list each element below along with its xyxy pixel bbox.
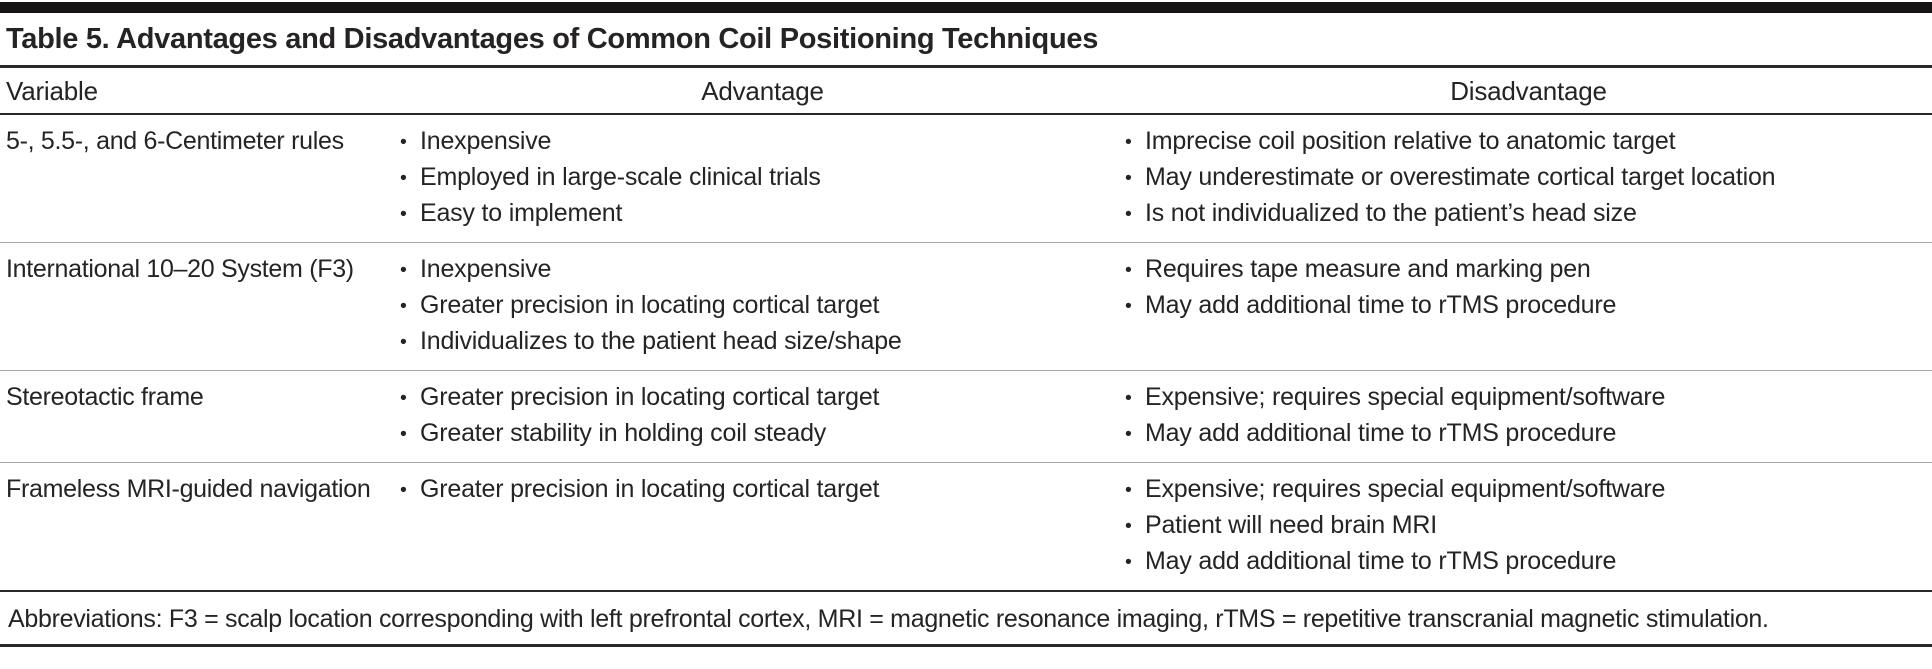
- column-header-variable: Variable: [6, 76, 98, 106]
- disadvantage-item: May add additional time to rTMS procedur…: [1125, 416, 1932, 452]
- disadvantage-item: May add additional time to rTMS procedur…: [1125, 288, 1932, 324]
- row-disadvantages: Requires tape measure and marking pen Ma…: [1125, 252, 1932, 360]
- table-header-row: Variable Advantage Disadvantage: [0, 68, 1932, 115]
- paper-table: Table 5. Advantages and Disadvantages of…: [0, 0, 1932, 647]
- advantage-item: Greater precision in locating cortical t…: [400, 472, 1125, 508]
- row-variable: Stereotactic frame: [6, 383, 204, 411]
- disadvantage-item: Expensive; requires special equipment/so…: [1125, 472, 1932, 508]
- table-row: Frameless MRI-guided navigation Greater …: [0, 463, 1932, 592]
- disadvantage-item: Imprecise coil position relative to anat…: [1125, 124, 1932, 160]
- row-advantages: Inexpensive Greater precision in locatin…: [400, 252, 1125, 360]
- disadvantage-item: Patient will need brain MRI: [1125, 508, 1932, 544]
- column-header-advantage: Advantage: [701, 76, 824, 106]
- table-footnote: Abbreviations: F3 = scalp location corre…: [0, 592, 1932, 647]
- table-row: Stereotactic frame Greater precision in …: [0, 371, 1932, 463]
- advantage-item: Easy to implement: [400, 196, 1125, 232]
- disadvantage-item: Expensive; requires special equipment/so…: [1125, 380, 1932, 416]
- row-disadvantages: Expensive; requires special equipment/so…: [1125, 472, 1932, 580]
- advantage-item: Individualizes to the patient head size/…: [400, 324, 1125, 360]
- disadvantage-item: Is not individualized to the patient’s h…: [1125, 196, 1932, 232]
- row-disadvantages: Imprecise coil position relative to anat…: [1125, 124, 1932, 232]
- disadvantage-item: May underestimate or overestimate cortic…: [1125, 160, 1932, 196]
- advantage-item: Employed in large-scale clinical trials: [400, 160, 1125, 196]
- table-title: Table 5. Advantages and Disadvantages of…: [0, 13, 1932, 68]
- column-header-disadvantage: Disadvantage: [1450, 76, 1607, 106]
- advantage-item: Inexpensive: [400, 124, 1125, 160]
- row-variable: 5-, 5.5-, and 6-Centimeter rules: [6, 127, 344, 155]
- advantage-item: Greater precision in locating cortical t…: [400, 288, 1125, 324]
- row-variable: Frameless MRI-guided navigation: [6, 475, 371, 503]
- row-advantages: Greater precision in locating cortical t…: [400, 472, 1125, 580]
- advantage-item: Greater precision in locating cortical t…: [400, 380, 1125, 416]
- row-advantages: Inexpensive Employed in large-scale clin…: [400, 124, 1125, 232]
- row-disadvantages: Expensive; requires special equipment/so…: [1125, 380, 1932, 452]
- disadvantage-item: Requires tape measure and marking pen: [1125, 252, 1932, 288]
- row-variable: International 10–20 System (F3): [6, 255, 354, 283]
- advantage-item: Inexpensive: [400, 252, 1125, 288]
- table-row: 5-, 5.5-, and 6-Centimeter rules Inexpen…: [0, 115, 1932, 243]
- row-advantages: Greater precision in locating cortical t…: [400, 380, 1125, 452]
- disadvantage-item: May add additional time to rTMS procedur…: [1125, 544, 1932, 580]
- advantage-item: Greater stability in holding coil steady: [400, 416, 1125, 452]
- table-top-rule: [0, 2, 1932, 13]
- table-row: International 10–20 System (F3) Inexpens…: [0, 243, 1932, 371]
